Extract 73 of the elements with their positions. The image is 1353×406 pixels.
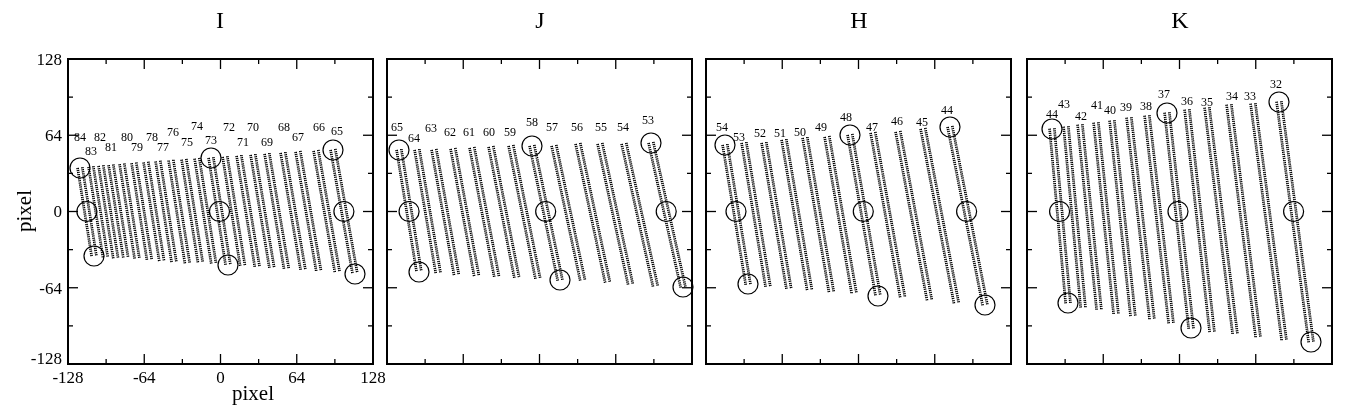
axis-title: pixel <box>13 190 35 232</box>
strip-number: 82 <box>94 131 106 143</box>
panel-title: H <box>850 8 868 32</box>
strip-number: 84 <box>74 131 86 143</box>
strip-number: 81 <box>105 141 117 153</box>
strip-number: 35 <box>1201 96 1213 108</box>
tick-label: -64 <box>132 368 156 386</box>
strip-number: 79 <box>131 141 143 153</box>
tick-label: 128 <box>36 50 62 68</box>
tick-label: 64 <box>45 126 62 144</box>
strip-number: 48 <box>840 111 852 123</box>
strip-number: 52 <box>754 127 766 139</box>
strip-number: 44 <box>1046 108 1058 120</box>
strip-number: 65 <box>331 125 343 137</box>
strip-number: 54 <box>617 121 629 133</box>
strip-number: 45 <box>916 116 928 128</box>
strip-number: 42 <box>1075 110 1087 122</box>
strip-number: 77 <box>157 141 169 153</box>
strip-number: 80 <box>121 131 133 143</box>
strip-number: 65 <box>391 121 403 133</box>
strip-number: 75 <box>181 136 193 148</box>
strip-number: 44 <box>941 104 953 116</box>
tick-label: 128 <box>360 368 386 386</box>
strip-number: 73 <box>205 134 217 146</box>
strip-number: 46 <box>891 115 903 127</box>
tick-label: 0 <box>216 368 225 386</box>
strip-number: 60 <box>483 126 495 138</box>
strip-number: 74 <box>191 120 203 132</box>
panel-title: J <box>535 8 545 32</box>
strip-number: 57 <box>546 121 558 133</box>
strip-number: 37 <box>1158 88 1170 100</box>
strip-number: 34 <box>1226 90 1238 102</box>
tick-label: -128 <box>30 349 62 367</box>
strip-number: 41 <box>1091 99 1103 111</box>
strip-number: 78 <box>146 131 158 143</box>
strip-number: 58 <box>526 116 538 128</box>
tick-label: 64 <box>288 368 306 386</box>
strip-number: 47 <box>866 121 878 133</box>
tick-label: -64 <box>39 279 62 297</box>
strip-number: 69 <box>261 136 273 148</box>
axis-title: pixel <box>232 382 274 404</box>
strip-number: 33 <box>1244 90 1256 102</box>
panel-title: K <box>1171 8 1189 32</box>
strip-number: 53 <box>733 131 745 143</box>
strip-number: 53 <box>642 114 654 126</box>
strip-number: 55 <box>595 121 607 133</box>
strip-number: 32 <box>1270 78 1282 90</box>
strip-number: 76 <box>167 126 179 138</box>
strip-number: 63 <box>425 122 437 134</box>
tick-label: 0 <box>53 202 62 220</box>
strip-number: 62 <box>444 126 456 138</box>
strip-number: 49 <box>815 121 827 133</box>
tick-label: -128 <box>52 368 84 386</box>
strip-number: 39 <box>1120 101 1132 113</box>
strip-number: 70 <box>247 121 259 133</box>
strip-number: 61 <box>463 126 475 138</box>
strip-number: 51 <box>774 127 786 139</box>
strip-number: 50 <box>794 126 806 138</box>
strip-number: 66 <box>313 121 325 133</box>
strip-number: 43 <box>1058 98 1070 110</box>
panel-title: I <box>216 8 224 32</box>
strip-number: 83 <box>85 145 97 157</box>
strip-number: 40 <box>1104 104 1116 116</box>
strip-number: 67 <box>292 131 304 143</box>
strip-number: 68 <box>278 121 290 133</box>
strip-number: 54 <box>716 121 728 133</box>
strip-number: 38 <box>1140 100 1152 112</box>
strip-number: 72 <box>223 121 235 133</box>
strip-number: 64 <box>408 132 420 144</box>
strip-number: 59 <box>504 126 516 138</box>
strip-number: 71 <box>237 136 249 148</box>
strip-number: 56 <box>571 121 583 133</box>
strip-number: 36 <box>1181 95 1193 107</box>
